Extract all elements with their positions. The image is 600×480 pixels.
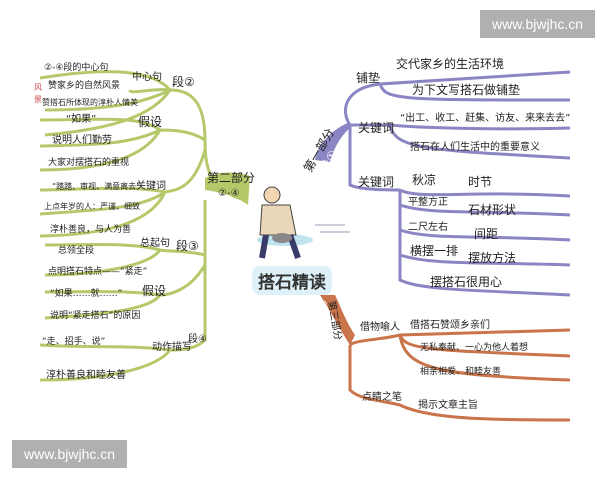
p4-action-item: “走、招手、说” (42, 337, 106, 347)
kw2-meaning: 间距 (474, 227, 499, 241)
puding-item: 交代家乡的生活环境 (396, 57, 505, 71)
kw2-summary: 摆搭石很用心 (430, 275, 503, 289)
center-title: 搭石精读 (252, 266, 332, 295)
p2-kw-item: 淳朴善良，与人为善 (50, 225, 132, 235)
p2-label: 段② (172, 75, 195, 89)
p2-kw-item: 上点年岁的人：严谨、细致 (44, 202, 140, 211)
p2-kw-label: 关键词 (136, 181, 166, 192)
metaphor-item: 相亲相爱、和睦友善 (420, 367, 502, 377)
climax-item: 揭示文章主旨 (418, 400, 478, 411)
kw2-label: 关键词 (358, 175, 395, 189)
kw2-meaning: 石材形状 (468, 203, 517, 217)
p2-center-label: 中心句 (132, 72, 162, 83)
puding-label: 铺垫 (356, 71, 381, 85)
part3-banner (320, 295, 355, 345)
p2-center-item: ②-④段的中心句 (44, 63, 109, 73)
p2-assume-item: 说明人们勤劳 (52, 135, 112, 146)
p2-center-side: 风景 (34, 83, 42, 104)
kw2-key: 二尺左右 (408, 222, 448, 233)
metaphor-label: 借物喻人 (360, 322, 400, 333)
kw1-item: “出工、收工、赶集、访友、来来去去” (400, 113, 571, 124)
p3-topic-label: 总起句 (140, 238, 170, 249)
kw1-label: 关键词 (358, 121, 395, 135)
kw2-key: 平整方正 (408, 197, 448, 208)
p3-assume-label: 假设 (142, 284, 167, 298)
part2-lines (39, 70, 246, 382)
kw2-meaning: 摆放方法 (468, 251, 517, 265)
puding-item: 为下文写搭石做铺垫 (412, 83, 521, 97)
kw2-meaning: 时节 (468, 175, 493, 189)
kw2-key: 秋凉 (412, 173, 437, 187)
metaphor-item: 无私奉献、一心为他人着想 (420, 343, 529, 353)
kw2-key: 横摆一排 (410, 244, 459, 258)
p3-topic-item: 总领全段 (58, 246, 95, 256)
watermark-bottom: www.bjwjhc.cn (12, 440, 128, 468)
part2-banner (205, 172, 250, 205)
part2-para: ②-④ (218, 188, 240, 199)
p4-action-item: 淳朴善良和睦友善 (46, 370, 126, 381)
part1-banner (315, 122, 350, 162)
watermark-top: www.bjwjhc.cn (480, 10, 596, 38)
p2-assume-item: “如果” (66, 114, 97, 125)
part1-lines (344, 70, 571, 297)
p3-assume-item: “如果……就……” (50, 289, 123, 299)
kw1-item: 搭石在人们生活中的重要意义 (410, 142, 540, 153)
p4-label: 段④ (188, 334, 207, 345)
metaphor-item: 借搭石赞颂乡亲们 (410, 320, 490, 331)
part3-lines (348, 328, 571, 422)
p2-kw-item: “踏踏、审视、满意离去” (52, 182, 141, 191)
p2-center-item: 赞家乡的自然风景 (48, 81, 121, 91)
part2-title: 第二部分 (207, 171, 256, 185)
p3-topic-item: 点明搭石特点——“紧走” (48, 267, 148, 277)
climax-label: 点睛之笔 (362, 392, 402, 403)
p4-action-label: 动作描写 (152, 342, 192, 353)
figure-illustration (257, 186, 350, 259)
p3-assume-item: 说明“紧走搭石”的原因 (50, 311, 141, 321)
p3-label: 段③ (176, 239, 199, 253)
p2-center-item: 赞搭石所体现的淳朴人情美 (42, 98, 138, 107)
p2-assume-label: 假设 (138, 115, 163, 129)
p2-assume-item: 大家对摆搭石的重视 (48, 158, 130, 168)
